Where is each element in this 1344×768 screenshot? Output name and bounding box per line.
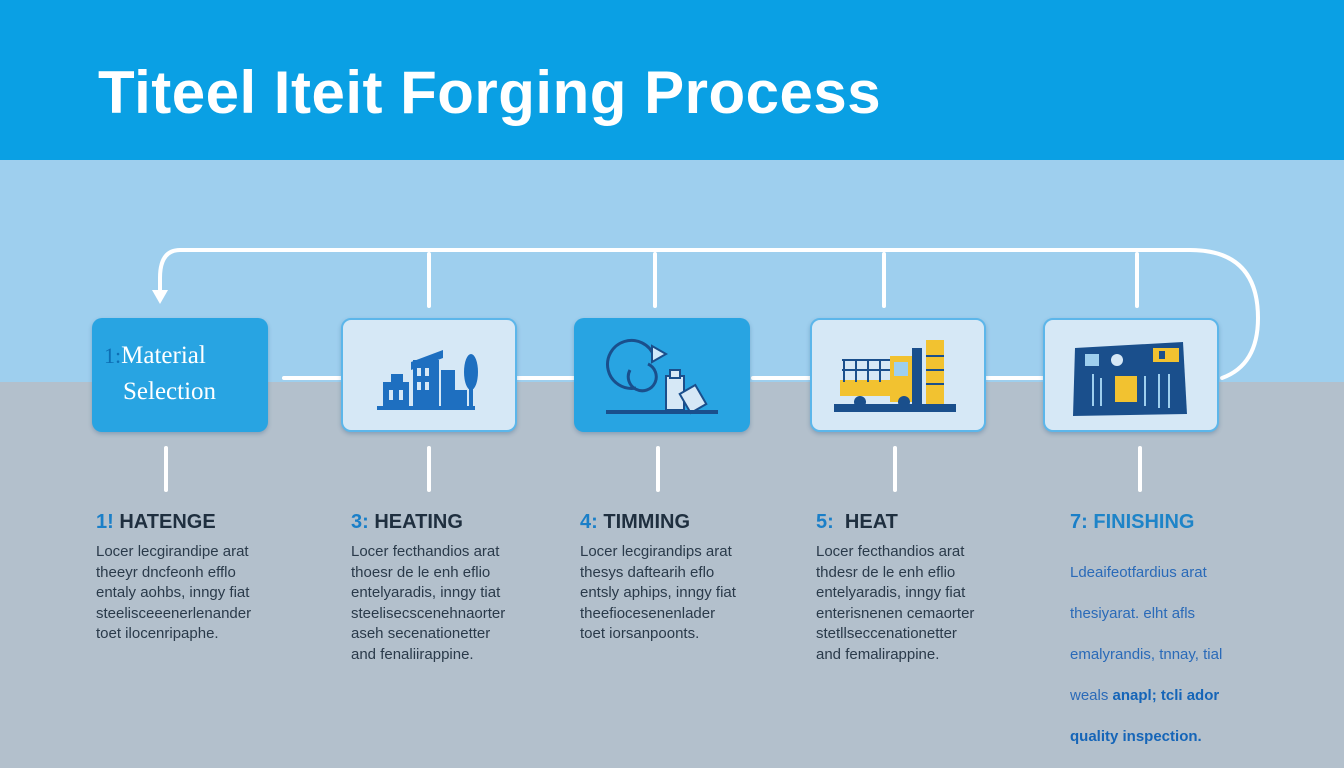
card-timing-stage[interactable]	[574, 318, 750, 432]
card-1-label: 1:Material Selection	[104, 338, 268, 410]
cycle-arrow-machine-icon	[606, 338, 718, 415]
card-1-label-line2: Selection	[123, 378, 217, 405]
step-3-title-text: TIMMING	[603, 511, 691, 533]
card-heat-stage[interactable]	[810, 318, 986, 432]
step-1: 1! HATENGE Locer lecgirandipe arat theey…	[96, 508, 336, 645]
step-5-desc-line-3: emalyrandis, tnnay, tial	[1070, 645, 1223, 663]
step-5-desc-line-4b: anapl; tcli ador	[1112, 686, 1220, 704]
step-1-title: 1! HATENGE	[96, 508, 336, 536]
step-5-desc-line-1: Ldeaifeotfardius arat	[1070, 563, 1207, 581]
card-1-number: 1:	[104, 343, 122, 368]
step-5-number: 7:	[1070, 511, 1088, 533]
step-5: 7: FINISHING Ldeaifeotfardius arat thesi…	[1070, 508, 1310, 747]
page-title: Titeel Iteit Forging Process	[98, 59, 882, 126]
step-3-title: 4: TIMMING	[580, 508, 820, 536]
step-4-description: Locer fecthandios arat thdesr de le enh …	[816, 543, 975, 663]
step-1-description: Locer lecgirandipe arat theeyr dncfeonh …	[96, 543, 252, 642]
step-5-title-text: FINISHING	[1093, 511, 1195, 533]
loop-arrow-head	[152, 290, 168, 304]
inspection-panel-icon	[1073, 342, 1187, 416]
factory-buildings-icon	[377, 350, 478, 410]
step-3: 4: TIMMING Locer lecgirandips arat thesy…	[580, 508, 820, 645]
step-5-desc-line-5: quality inspection.	[1070, 727, 1202, 745]
card-finishing-stage[interactable]	[1043, 318, 1219, 432]
step-5-desc-line-4a: weals	[1070, 686, 1113, 704]
step-4-title: 5: HEAT	[816, 508, 1056, 536]
step-1-title-text: HATENGE	[119, 511, 216, 533]
card-1-label-line1: Material	[121, 342, 206, 369]
step-2-description: Locer fecthandios arat thoesr de le enh …	[351, 543, 506, 663]
card-material-selection[interactable]: 1:Material Selection	[92, 318, 268, 432]
step-4: 5: HEAT Locer fecthandios arat thdesr de…	[816, 508, 1056, 665]
card-heating-stage[interactable]	[341, 318, 517, 432]
step-2-number: 3:	[351, 511, 369, 533]
step-2-title-text: HEATING	[374, 511, 463, 533]
forklift-press-icon	[834, 340, 956, 412]
lower-panel	[0, 382, 1344, 768]
step-2: 3: HEATING Locer fecthandios arat thoesr…	[351, 508, 591, 665]
step-3-description: Locer lecgirandips arat thesys daftearih…	[580, 543, 736, 642]
step-4-title-text: HEAT	[844, 511, 898, 533]
loop-connector	[158, 248, 1261, 380]
step-2-title: 3: HEATING	[351, 508, 591, 536]
step-4-number: 5:	[816, 511, 834, 533]
step-5-title: 7: FINISHING	[1070, 508, 1310, 536]
step-3-number: 4:	[580, 511, 598, 533]
step-5-description: Ldeaifeotfardius arat thesiyarat. elht a…	[1070, 542, 1310, 747]
step-5-desc-line-2: thesiyarat. elht afls	[1070, 604, 1196, 622]
step-1-number: 1!	[96, 511, 114, 533]
header-bar	[0, 0, 1344, 160]
